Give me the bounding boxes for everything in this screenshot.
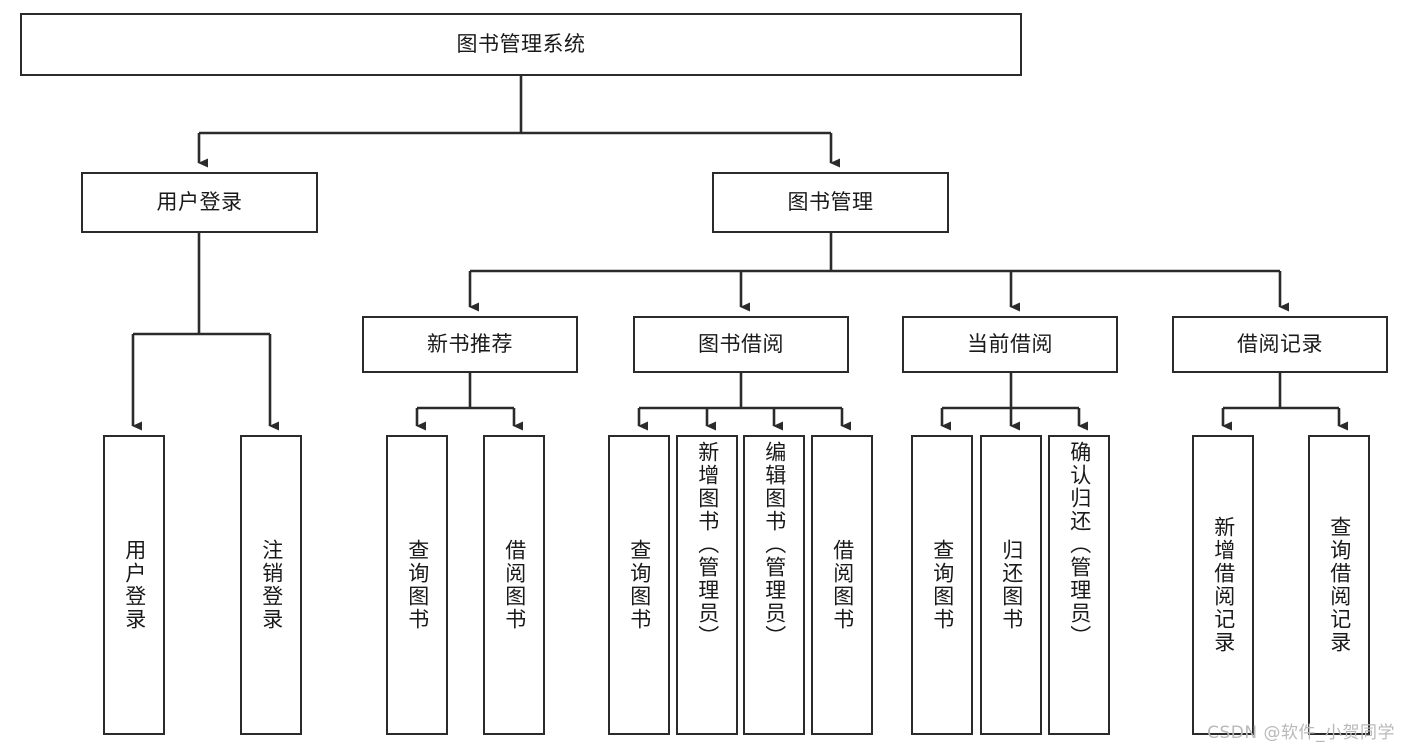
node-label: 查询图书 (405, 539, 430, 631)
node-label: 新增图书（管理员） (695, 441, 720, 648)
leaf-current-borrow-confirm-admin[interactable]: 确认归还（管理员） (1048, 435, 1110, 735)
node-label: 用户登录 (156, 190, 243, 215)
leaf-book-borrow-query[interactable]: 查询图书 (608, 435, 670, 735)
leaf-current-borrow-return[interactable]: 归还图书 (980, 435, 1042, 735)
node-root-system[interactable]: 图书管理系统 (20, 13, 1022, 76)
leaf-current-borrow-query[interactable]: 查询图书 (911, 435, 973, 735)
leaf-new-book-borrow[interactable]: 借阅图书 (483, 435, 545, 735)
node-label: 借阅图书 (830, 539, 855, 631)
node-label: 当前借阅 (967, 332, 1053, 357)
node-user-login[interactable]: 用户登录 (81, 172, 318, 233)
node-label: 借阅记录 (1237, 332, 1323, 357)
node-label: 新增借阅记录 (1211, 516, 1236, 654)
csdn-watermark: CSDN @软件_小贺同学 (1207, 723, 1395, 743)
leaf-borrow-record-add[interactable]: 新增借阅记录 (1192, 435, 1254, 735)
node-book-management[interactable]: 图书管理 (712, 172, 949, 233)
node-label: 借阅图书 (502, 539, 527, 631)
node-label: 图书借阅 (698, 332, 784, 357)
leaf-book-borrow-borrow[interactable]: 借阅图书 (811, 435, 873, 735)
leaf-new-book-query[interactable]: 查询图书 (386, 435, 448, 735)
node-label: 查询借阅记录 (1327, 516, 1352, 654)
node-label: 新书推荐 (427, 332, 513, 357)
node-label: 归还图书 (999, 539, 1024, 631)
node-new-book-recommend[interactable]: 新书推荐 (362, 316, 578, 373)
node-label: 注销登录 (259, 539, 284, 631)
node-label: 查询图书 (930, 539, 955, 631)
node-label: 图书管理 (787, 190, 874, 215)
leaf-borrow-record-query[interactable]: 查询借阅记录 (1308, 435, 1370, 735)
leaf-book-borrow-add-admin[interactable]: 新增图书（管理员） (676, 435, 738, 735)
node-label: 查询图书 (627, 539, 652, 631)
leaf-book-borrow-edit-admin[interactable]: 编辑图书（管理员） (743, 435, 805, 735)
node-current-borrow[interactable]: 当前借阅 (902, 316, 1118, 373)
node-label: 用户登录 (122, 539, 147, 631)
node-label: 确认归还（管理员） (1067, 441, 1092, 648)
leaf-user-login-login[interactable]: 用户登录 (103, 435, 165, 735)
leaf-user-login-logout[interactable]: 注销登录 (240, 435, 302, 735)
node-label: 编辑图书（管理员） (762, 441, 787, 648)
node-borrow-record[interactable]: 借阅记录 (1172, 316, 1388, 373)
node-label: 图书管理系统 (456, 32, 586, 57)
node-book-borrow[interactable]: 图书借阅 (633, 316, 849, 373)
